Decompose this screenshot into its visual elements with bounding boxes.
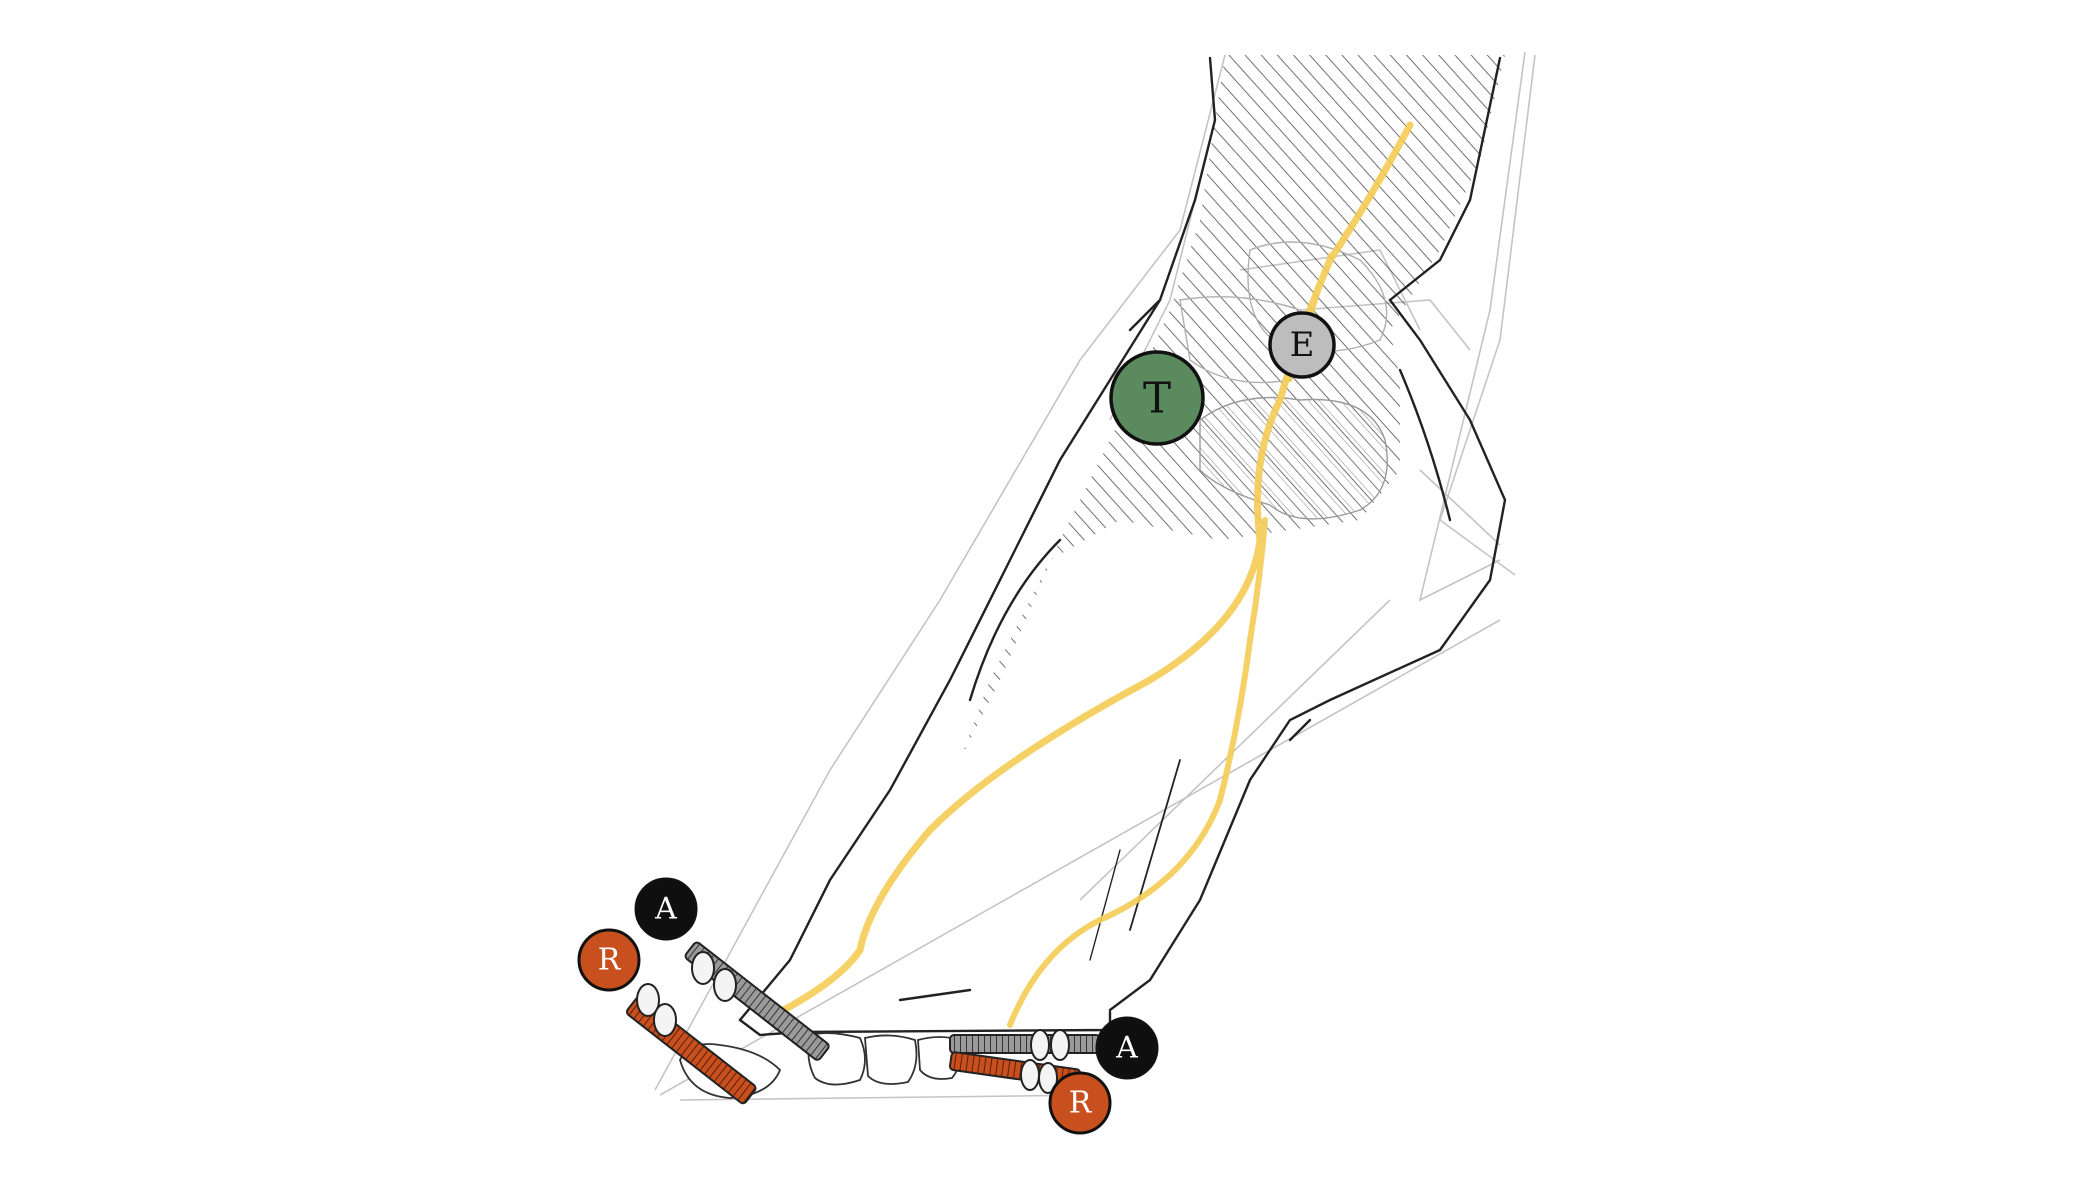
marker-R-right: R	[1048, 1071, 1112, 1135]
marker-R-left-circle	[577, 928, 641, 992]
marker-R-left: R	[577, 928, 641, 992]
marker-R-right-label: R	[1069, 1086, 1093, 1121]
marker-A-right: A	[1095, 1016, 1159, 1080]
marker-E-label: E	[1290, 325, 1315, 365]
marker-A-left-label: A	[654, 892, 677, 927]
marker-A-left: A	[634, 877, 698, 941]
marker-A-right-circle	[1095, 1016, 1159, 1080]
marker-A-left-circle	[634, 877, 698, 941]
marker-T-circle	[1109, 350, 1205, 446]
marker-A-right-label: A	[1115, 1031, 1138, 1066]
marker-E-circle	[1268, 311, 1336, 379]
screw-gray-right	[949, 1029, 1101, 1061]
screw-orange-left	[625, 983, 757, 1105]
marker-T-label: T	[1143, 374, 1171, 423]
sketch-lines	[654, 51, 1536, 1101]
screw-gray-left	[684, 941, 830, 1061]
screw-orange-right	[948, 1051, 1082, 1094]
marker-E: E	[1268, 311, 1336, 379]
marker-R-right-circle	[1048, 1071, 1112, 1135]
marker-R-left-label: R	[598, 943, 622, 978]
marker-T: T	[1109, 350, 1205, 446]
